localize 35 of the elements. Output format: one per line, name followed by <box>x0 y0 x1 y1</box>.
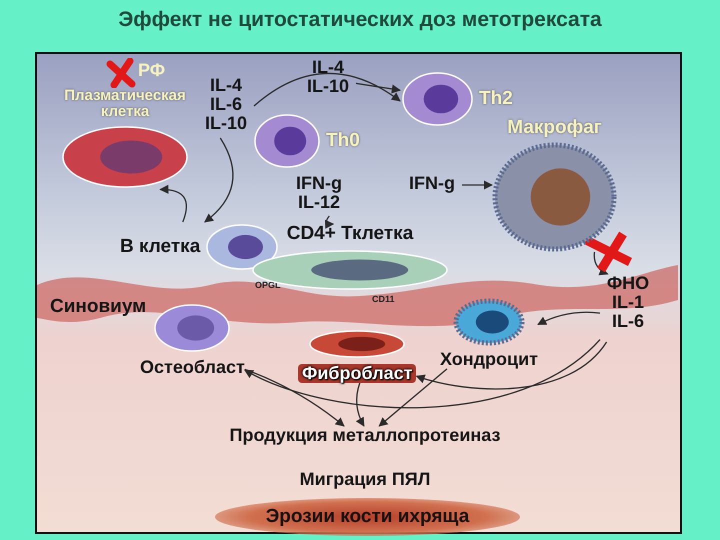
cytokine-label: IFN-g <box>402 174 462 196</box>
region-label: РФ <box>138 60 166 81</box>
cytokine-label: ФНО IL-1 IL-6 <box>600 274 656 342</box>
cell-label: В клетка <box>120 237 200 257</box>
slide-title: Эффект не цитостатических доз метотрексата <box>117 8 603 32</box>
arrow <box>254 72 401 106</box>
arrow <box>244 339 600 408</box>
cell-label: Остеобласт <box>140 358 245 377</box>
marker-label: CD11 <box>372 294 395 304</box>
cytokine-label: IFN-g IL-12 <box>284 174 354 216</box>
cell-label: Плазматическая клетка <box>63 88 187 120</box>
marker-label: OPGL <box>255 280 281 290</box>
cytokine-label: IL-4 IL-6 IL-10 <box>198 76 254 138</box>
arrow <box>356 382 364 427</box>
arrow <box>204 138 234 223</box>
arrow <box>244 368 345 427</box>
arrow <box>537 312 600 326</box>
cell-label: Хондроцит <box>440 350 538 369</box>
cytokine-label: Миграция ПЯЛ <box>265 470 465 494</box>
arrow <box>462 180 493 190</box>
arrow <box>416 342 608 390</box>
cytokine-label: Продукция металлопротеиназ <box>170 426 560 450</box>
cell-label: CD4+ Тклетка <box>286 224 414 244</box>
cell-label: Th0 <box>326 131 360 151</box>
arrow <box>325 216 334 229</box>
arrow <box>378 368 448 427</box>
erosion-label: Эрозии кости ихряща <box>266 506 470 528</box>
cytokine-label: IL-4 IL-10 <box>300 58 356 100</box>
arrow <box>356 82 401 94</box>
arrow <box>594 252 609 275</box>
cell-label: Макрофаг <box>507 118 602 138</box>
cell-label: Фибробласт <box>298 364 416 383</box>
arrow <box>159 185 187 222</box>
region-label: Синовиум <box>50 296 146 318</box>
cell-label: Th2 <box>479 89 513 109</box>
